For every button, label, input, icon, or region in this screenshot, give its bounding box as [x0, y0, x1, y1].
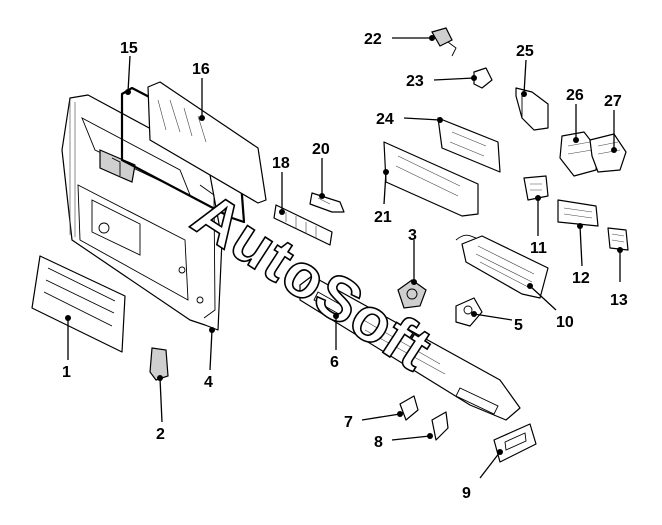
- switch-housing: [559, 131, 599, 177]
- callout-label-15: 15: [120, 40, 138, 57]
- key-cylinder: [431, 27, 457, 57]
- trim-plate: [31, 255, 126, 353]
- callout-11: 11: [530, 195, 547, 257]
- switch-cover: [589, 133, 627, 173]
- callout-25: 25: [516, 43, 534, 97]
- lock-actuator: [397, 279, 427, 309]
- garnish-strip: [273, 204, 333, 246]
- callout-10: 10: [527, 283, 574, 331]
- tail-lamp: [455, 234, 549, 299]
- callout-label-4: 4: [204, 374, 213, 391]
- hinge-bracket-upper: [399, 395, 419, 421]
- reflector-end: [607, 227, 629, 251]
- callout-20: 20: [312, 141, 330, 199]
- window-glass: [147, 81, 267, 204]
- callout-2: 2: [156, 375, 165, 443]
- mounting-bracket: [515, 87, 549, 131]
- callout-6: 6: [330, 313, 339, 371]
- callout-label-13: 13: [610, 292, 628, 309]
- callout-label-26: 26: [566, 87, 584, 104]
- callout-label-6: 6: [330, 354, 339, 371]
- callout-9: 9: [462, 449, 503, 502]
- callout-24: 24: [376, 111, 443, 128]
- callout-label-22: 22: [364, 31, 382, 48]
- callout-label-16: 16: [192, 61, 210, 78]
- callout-label-18: 18: [272, 155, 290, 172]
- callout-label-23: 23: [406, 73, 424, 90]
- callout-label-20: 20: [312, 141, 330, 158]
- reflector-small: [523, 175, 549, 201]
- callout-5: 5: [471, 311, 523, 334]
- callout-21: 21: [374, 169, 392, 226]
- callout-label-1: 1: [62, 364, 71, 381]
- callout-15: 15: [120, 40, 138, 95]
- latch: [455, 297, 483, 327]
- emblem-plate: [437, 117, 501, 173]
- callout-label-25: 25: [516, 43, 534, 60]
- callout-3: 3: [408, 227, 417, 285]
- small-lamp: [309, 192, 345, 213]
- callout-label-7: 7: [344, 414, 353, 431]
- callout-label-5: 5: [514, 317, 523, 334]
- callout-4: 4: [204, 327, 215, 391]
- window-seal: [120, 86, 246, 224]
- callout-label-21: 21: [374, 209, 392, 226]
- callout-label-27: 27: [604, 93, 622, 110]
- callout-18: 18: [272, 155, 290, 215]
- bumper-end-cap: [493, 423, 537, 463]
- callout-label-9: 9: [462, 485, 471, 502]
- callout-label-11: 11: [530, 240, 547, 257]
- callout-13: 13: [610, 247, 628, 309]
- callout-22: 22: [364, 31, 435, 48]
- callout-label-3: 3: [408, 227, 417, 244]
- callout-8: 8: [374, 433, 433, 451]
- reflector-medium: [557, 199, 599, 227]
- callout-27: 27: [604, 93, 622, 153]
- callout-16: 16: [192, 61, 210, 121]
- retainer-clip: [473, 67, 493, 89]
- callout-7: 7: [344, 411, 403, 431]
- callout-12: 12: [572, 223, 590, 287]
- callout-23: 23: [406, 73, 477, 90]
- callout-label-8: 8: [374, 434, 383, 451]
- callout-1: 1: [62, 315, 71, 381]
- callout-label-12: 12: [572, 270, 590, 287]
- hinge-bracket-lower: [431, 411, 449, 441]
- callout-label-24: 24: [376, 111, 394, 128]
- callout-26: 26: [566, 87, 584, 143]
- callout-label-2: 2: [156, 426, 165, 443]
- bumper-assembly: [299, 275, 521, 421]
- callout-label-10: 10: [556, 314, 574, 331]
